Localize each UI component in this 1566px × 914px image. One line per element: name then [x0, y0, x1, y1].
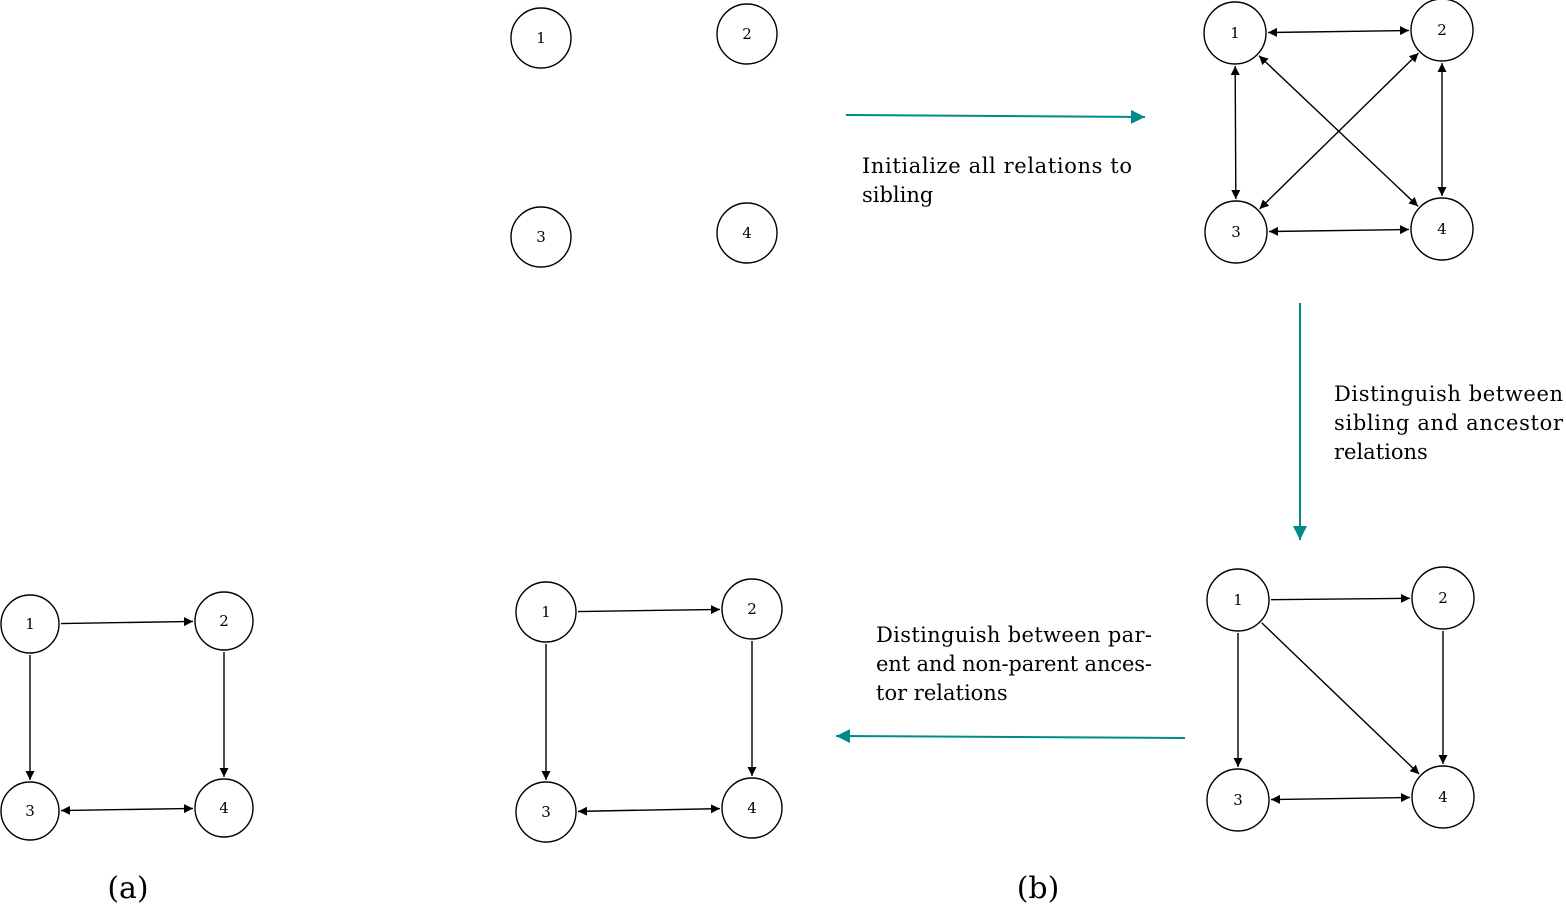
node-4: 4: [1410, 197, 1474, 261]
step-3-caption-line: Distinguish between par-: [876, 623, 1152, 647]
node-label: 4: [747, 799, 757, 817]
graph-a: 1 2 3 4: [0, 591, 254, 841]
node-1: 1: [1203, 1, 1267, 65]
edge-1-4: [1261, 622, 1420, 775]
node-2: 2: [1411, 566, 1475, 630]
edge-1-2: [577, 605, 721, 615]
graph-b-parent: 1 2 3 4: [515, 578, 783, 843]
node-label: 4: [1438, 788, 1448, 806]
node-4: 4: [194, 778, 254, 838]
edge-3-4: [1268, 225, 1410, 236]
step-3-caption-line: ent and non-parent ances-: [876, 652, 1152, 676]
node-label: 2: [742, 25, 752, 43]
node-label: 2: [747, 600, 757, 618]
step-2-caption-line: sibling and ancestor: [1334, 411, 1564, 435]
node-label: 2: [219, 612, 229, 630]
node-label: 1: [541, 603, 551, 621]
graph-b-sibling: 1 2 3 4: [1203, 0, 1474, 264]
node-label: 4: [742, 224, 752, 242]
step-2-caption-line: Distinguish between: [1334, 382, 1563, 406]
panel-label-a: (a): [107, 871, 148, 906]
edge-1-2: [60, 617, 194, 627]
node-4: 4: [716, 202, 778, 264]
edge-2-3: [1259, 52, 1419, 210]
graph-b-initial: 1 2 3 4: [510, 3, 778, 268]
node-1: 1: [510, 7, 572, 69]
node-label: 1: [1233, 591, 1243, 609]
edge-3-4: [60, 804, 194, 815]
node-4: 4: [721, 777, 783, 839]
node-2: 2: [721, 578, 783, 640]
node-label: 3: [1231, 223, 1241, 241]
node-label: 3: [1233, 791, 1243, 809]
node-1: 1: [1206, 568, 1270, 632]
node-3: 3: [1204, 200, 1268, 264]
node-3: 3: [1206, 768, 1270, 832]
node-label: 3: [25, 802, 35, 820]
edge-1-2: [1270, 593, 1411, 603]
node-2: 2: [716, 3, 778, 65]
node-label: 3: [541, 803, 551, 821]
node-3: 3: [510, 206, 572, 268]
node-label: 4: [219, 799, 229, 817]
node-2: 2: [194, 591, 254, 651]
node-label: 3: [536, 228, 546, 246]
edge-1-2: [1267, 26, 1410, 37]
node-label: 1: [1230, 24, 1240, 42]
node-label: 4: [1437, 220, 1447, 238]
node-label: 1: [536, 29, 546, 47]
flow-arrow-1: [845, 109, 1146, 124]
node-1: 1: [515, 581, 577, 643]
edge-1-3: [1230, 65, 1241, 200]
step-1-caption-line: Initialize all relations to: [862, 154, 1132, 178]
step-2-caption-line: relations: [1334, 440, 1428, 464]
step-3-caption-line: tor relations: [876, 681, 1008, 705]
edge-3-4: [1270, 793, 1411, 804]
graph-b-ancestor: 1 2 3 4: [1206, 566, 1475, 832]
node-label: 2: [1437, 21, 1447, 39]
step-1-caption-line: sibling: [862, 183, 933, 207]
flow-arrow-3: [835, 729, 1186, 744]
node-2: 2: [1410, 0, 1474, 62]
node-3: 3: [0, 781, 60, 841]
panel-label-b: (b): [1017, 871, 1060, 906]
node-label: 1: [25, 615, 35, 633]
node-label: 2: [1438, 589, 1448, 607]
edge-3-4: [577, 804, 721, 816]
node-4: 4: [1411, 765, 1475, 829]
node-3: 3: [515, 781, 577, 843]
node-1: 1: [0, 594, 60, 654]
